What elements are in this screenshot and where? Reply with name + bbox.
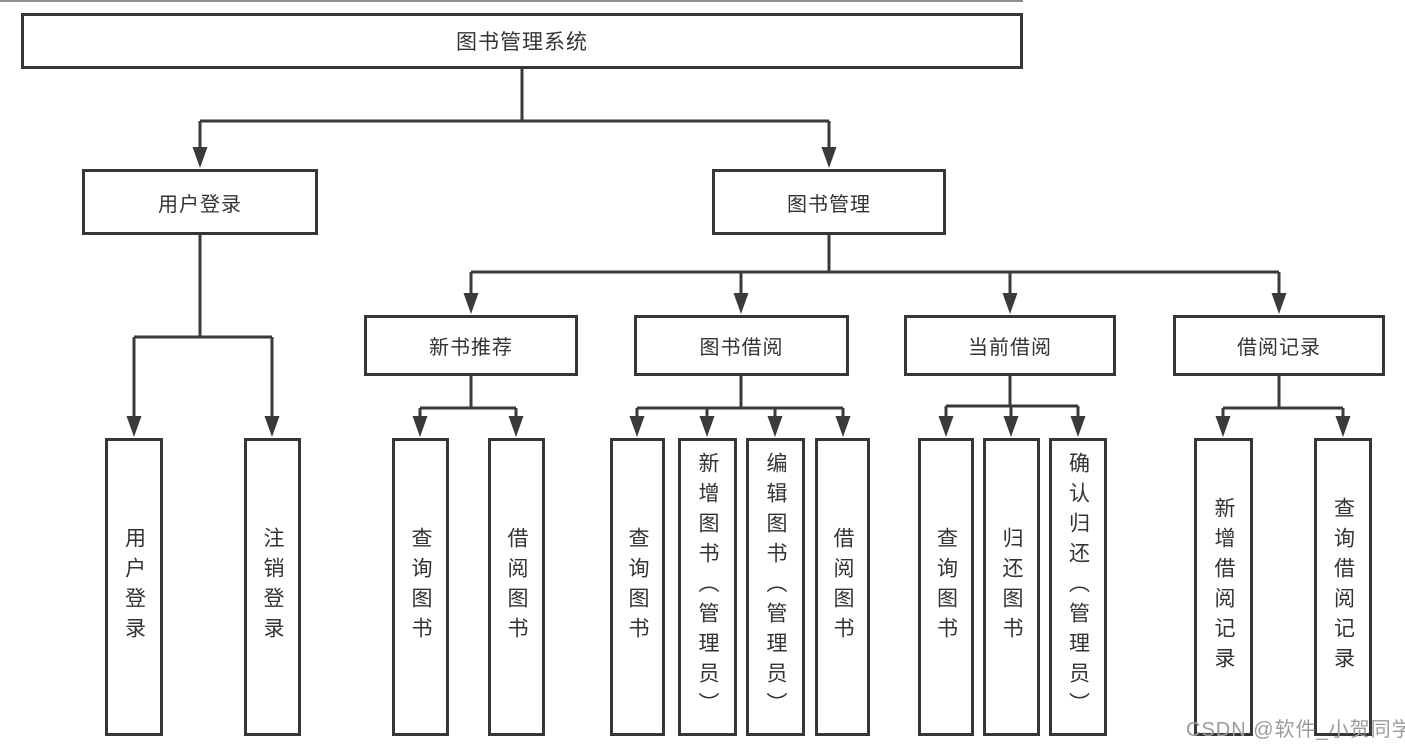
leaf-label: 查询借阅记录	[1331, 497, 1355, 677]
leaf-label: 借阅图书	[505, 527, 528, 647]
node-label: 新书推荐	[429, 337, 513, 359]
node-user-login-branch: 用户登录	[82, 169, 318, 235]
leaf-logout: 注销登录	[244, 438, 301, 736]
leaf-borrow-books-recommend: 借阅图书	[488, 438, 545, 736]
leaf-label: 归还图书	[1000, 527, 1023, 647]
leaf-label: 新增借阅记录	[1212, 497, 1235, 677]
node-label: 借阅记录	[1237, 337, 1321, 359]
leaf-label: 查询图书	[626, 527, 649, 647]
leaf-label: 用户登录	[122, 527, 146, 647]
leaf-return-books: 归还图书	[983, 438, 1040, 736]
leaf-confirm-return-admin: 确认归还（管理员）	[1049, 438, 1107, 736]
node-book-management-system: 图书管理系统	[21, 13, 1023, 69]
leaf-borrow-books-borrowing: 借阅图书	[815, 438, 870, 736]
leaf-user-login: 用户登录	[105, 438, 163, 736]
leaf-label: 确认归还（管理员）	[1066, 452, 1090, 722]
node-book-borrowing: 图书借阅	[634, 315, 849, 376]
leaf-label: 注销登录	[261, 527, 284, 647]
leaf-label: 借阅图书	[831, 527, 854, 647]
leaf-label: 编辑图书（管理员）	[764, 452, 787, 722]
node-label: 用户登录	[158, 193, 242, 216]
leaf-query-books-recommend: 查询图书	[392, 438, 449, 736]
node-book-management-branch: 图书管理	[712, 169, 946, 235]
leaf-add-borrow-record: 新增借阅记录	[1194, 438, 1253, 736]
leaf-label: 查询图书	[934, 527, 958, 647]
top-edge-divider	[0, 0, 1023, 2]
node-new-book-recommend: 新书推荐	[364, 315, 578, 376]
leaf-query-books-current: 查询图书	[918, 438, 974, 736]
leaf-label: 新增图书（管理员）	[696, 452, 719, 722]
watermark-text: CSDN @软件_小贺同学	[1186, 719, 1405, 741]
node-label: 当前借阅	[968, 337, 1052, 359]
node-borrowing-records: 借阅记录	[1173, 315, 1385, 376]
leaf-query-borrow-record: 查询借阅记录	[1314, 438, 1372, 736]
node-label: 图书管理系统	[456, 31, 588, 54]
node-current-borrowing: 当前借阅	[904, 315, 1116, 376]
leaf-edit-books-admin: 编辑图书（管理员）	[746, 438, 805, 736]
node-label: 图书借阅	[699, 337, 784, 359]
leaf-query-books-borrowing: 查询图书	[610, 438, 665, 736]
node-label: 图书管理	[787, 193, 871, 216]
leaf-label: 查询图书	[409, 527, 432, 647]
leaf-add-books-admin: 新增图书（管理员）	[678, 438, 737, 736]
